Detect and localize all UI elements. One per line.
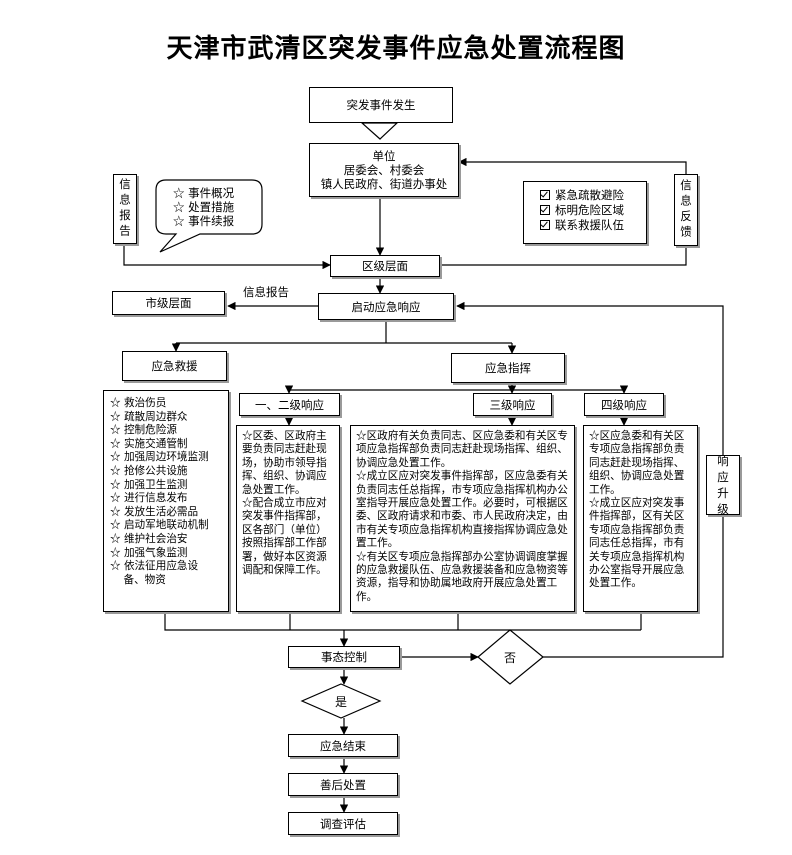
rescue-item: ☆ 加强周边环境监测 xyxy=(110,451,209,464)
level-3-paragraph: ☆成立区应对突发事件指挥部，区应急委有关负责同志任总指挥，市专项应急指挥机构办公… xyxy=(356,470,568,550)
level-1-2-box: 一、二级响应 xyxy=(239,393,340,416)
level-3-box: 三级响应 xyxy=(473,393,552,416)
checkbox-icon xyxy=(540,220,550,230)
control-box: 事态控制 xyxy=(288,646,400,668)
aftermath-label: 善后处置 xyxy=(320,777,366,792)
level-1-2-paragraph: ☆区委、区政府主要负责同志赶赴现场，协助市领导指挥、组织、协调应急处置工作。 xyxy=(242,430,327,496)
rescue-item: ☆ 疏散周边群众 xyxy=(110,410,188,423)
callout-list: ☆ 事件概况 ☆ 处置措施 ☆ 事件续报 xyxy=(173,186,234,228)
city-level-label: 市级层面 xyxy=(145,296,192,310)
rescue-item: ☆ 抢修公共设施 xyxy=(110,464,188,477)
level-4-box: 四级响应 xyxy=(584,393,664,416)
response-upgrade-label: 响应升级 xyxy=(717,454,729,516)
event-occurs-box: 突发事件发生 xyxy=(309,87,453,123)
evaluation-box: 调查评估 xyxy=(288,812,398,835)
rescue-item: ☆ 实施交通管制 xyxy=(110,437,188,450)
info-report-box: 信息报告 xyxy=(113,174,137,244)
emergency-rescue-label: 应急救援 xyxy=(151,359,198,373)
checklist-item: 紧急疏散避险 xyxy=(540,188,646,203)
checkbox-icon xyxy=(540,205,550,215)
rescue-item: ☆ 加强气象监测 xyxy=(110,546,188,559)
launch-response-label: 启动应急响应 xyxy=(351,299,421,314)
units-box: 单位 居委会、村委会 镇人民政府、街道办事处 xyxy=(309,143,459,197)
rescue-item: ☆ 控制危险源 xyxy=(110,424,177,437)
level-1-2-label: 一、二级响应 xyxy=(255,397,324,412)
event-occurs-label: 突发事件发生 xyxy=(346,98,416,112)
level-4-text-box: ☆区应急委和有关区专项应急指挥部负责同志赶赴现场指挥、组织、协调应急处置工作。 … xyxy=(583,425,698,612)
level-3-paragraph: ☆区政府有关负责同志、区应急委和有关区专项应急指挥部负责同志赶赴现场指挥、组织、… xyxy=(356,430,568,469)
callout-item: ☆ 事件概况 xyxy=(173,186,235,200)
decision-no-diamond xyxy=(477,629,544,685)
level-1-2-paragraph: ☆配合成立市应对突发事件指挥部，区各部门（单位）按照指挥部工作部署，做好本区资源… xyxy=(242,497,327,577)
rescue-item: ☆ 维护社会治安 xyxy=(110,532,188,545)
emergency-rescue-box: 应急救援 xyxy=(122,351,227,381)
aftermath-box: 善后处置 xyxy=(288,773,398,796)
callout-item: ☆ 处置措施 xyxy=(173,200,235,214)
end-label: 应急结束 xyxy=(320,738,366,753)
level-4-paragraph: ☆区应急委和有关区专项应急指挥部负责同志赶赴现场指挥、组织、协调应急处置工作。 xyxy=(589,430,685,496)
emergency-command-label: 应急指挥 xyxy=(485,361,531,375)
level-3-paragraph: ☆有关区专项应急指挥部办公室协调调度掌握的应急救援队伍、应急救援装备和应急物资等… xyxy=(356,550,568,603)
info-report-label: 信息报告 xyxy=(118,178,132,240)
level-1-2-text-box: ☆区委、区政府主要负责同志赶赴现场，协助市领导指挥、组织、协调应急处置工作。 ☆… xyxy=(236,425,340,612)
checklist-box: 紧急疏散避险 标明危险区域 联系救援队伍 xyxy=(523,181,647,244)
callout-bubble xyxy=(155,179,263,253)
rescue-item: ☆ 启动军地联动机制 xyxy=(110,519,209,532)
decision-yes-label: 是 xyxy=(335,695,348,709)
callout-item: ☆ 事件续报 xyxy=(173,214,235,228)
city-level-box: 市级层面 xyxy=(112,291,225,315)
event-down-arrow xyxy=(360,122,399,140)
info-feedback-box: 信息反馈 xyxy=(674,174,698,246)
units-line-1: 单位 xyxy=(372,149,396,163)
launch-response-box: 启动应急响应 xyxy=(318,293,454,320)
emergency-command-box: 应急指挥 xyxy=(451,353,565,383)
units-line-3: 镇人民政府、街道办事处 xyxy=(320,177,448,191)
checkbox-icon xyxy=(540,190,550,200)
end-box: 应急结束 xyxy=(288,734,398,757)
info-report-arrow-label: 信息报告 xyxy=(243,285,289,299)
level-4-label: 四级响应 xyxy=(601,397,647,412)
rescue-item: ☆ 救治伤员 xyxy=(110,397,167,409)
checklist-item: 联系救援队伍 xyxy=(540,218,646,233)
units-line-2: 居委会、村委会 xyxy=(343,163,425,177)
district-level-box: 区级层面 xyxy=(330,255,440,277)
rescue-item: ☆ 加强卫生监测 xyxy=(110,478,188,491)
level-3-text-box: ☆区政府有关负责同志、区应急委和有关区专项应急指挥部负责同志赶赴现场指挥、组织、… xyxy=(350,425,575,612)
control-label: 事态控制 xyxy=(321,650,367,664)
rescue-item: ☆ 进行信息发布 xyxy=(110,492,188,505)
level-4-paragraph: ☆成立区应对突发事件指挥部，区有关区专项应急指挥部负责同志任总指挥，市有关专项应… xyxy=(589,497,685,590)
decision-yes-diamond xyxy=(300,683,382,719)
info-feedback-label: 信息反馈 xyxy=(679,179,693,241)
district-level-label: 区级层面 xyxy=(362,259,408,273)
rescue-item: ☆ 依法征用应急设 备、物资 xyxy=(110,560,199,586)
evaluation-label: 调查评估 xyxy=(320,816,366,831)
level-3-label: 三级响应 xyxy=(489,397,536,412)
rescue-list-box: ☆ 救治伤员 ☆ 疏散周边群众 ☆ 控制危险源 ☆ 实施交通管制 ☆ 加强周边环… xyxy=(103,390,229,612)
rescue-item: ☆ 发放生活必需品 xyxy=(110,505,199,518)
checklist-item: 标明危险区域 xyxy=(540,203,646,218)
page-title: 天津市武清区突发事件应急处置流程图 xyxy=(166,34,626,64)
response-upgrade-box: 响应升级 xyxy=(706,454,740,516)
decision-no-label: 否 xyxy=(504,651,517,665)
